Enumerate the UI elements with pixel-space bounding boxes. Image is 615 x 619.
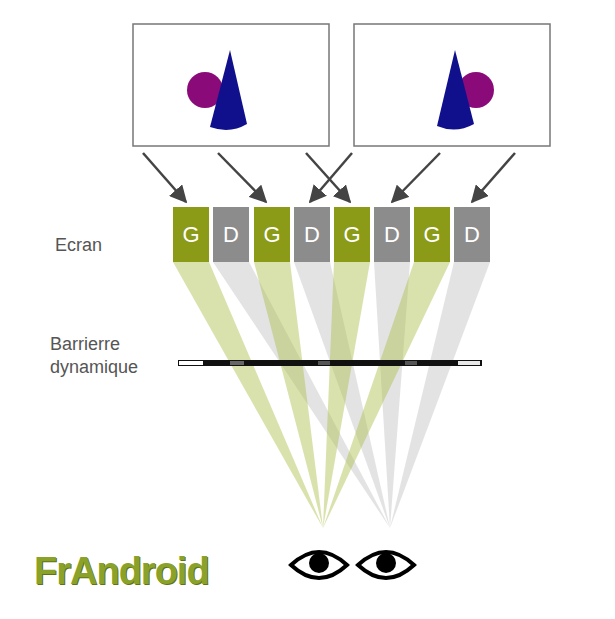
parallax-barrier (178, 360, 482, 366)
eyes (291, 552, 414, 578)
screen-pixel-cell: G (334, 207, 370, 262)
cell-letter: D (304, 224, 320, 246)
left-image (133, 24, 329, 146)
cell-letter: G (423, 224, 440, 246)
screen-pixel-cell: D (454, 207, 490, 262)
screen-pixel-cell: G (414, 207, 450, 262)
screen-label: Ecran (55, 234, 155, 257)
right-image (354, 24, 550, 146)
screen-pixel-cell: D (213, 207, 249, 262)
cell-letter: D (464, 224, 480, 246)
cell-letter: G (343, 224, 360, 246)
cell-letter: D (223, 224, 239, 246)
cell-letter: D (384, 224, 400, 246)
screen-pixel-cell: G (173, 207, 209, 262)
mapping-arrows (143, 153, 515, 202)
cell-letter: G (182, 224, 199, 246)
screen-pixel-cell: D (374, 207, 410, 262)
cell-letter: G (263, 224, 280, 246)
left-eye-beams (173, 262, 450, 528)
screen-pixel-cell: D (294, 207, 330, 262)
screen-pixel-cell: G (254, 207, 290, 262)
barrier-label: Barrierre dynamique (50, 333, 175, 378)
watermark: FrAndroid (34, 548, 264, 596)
